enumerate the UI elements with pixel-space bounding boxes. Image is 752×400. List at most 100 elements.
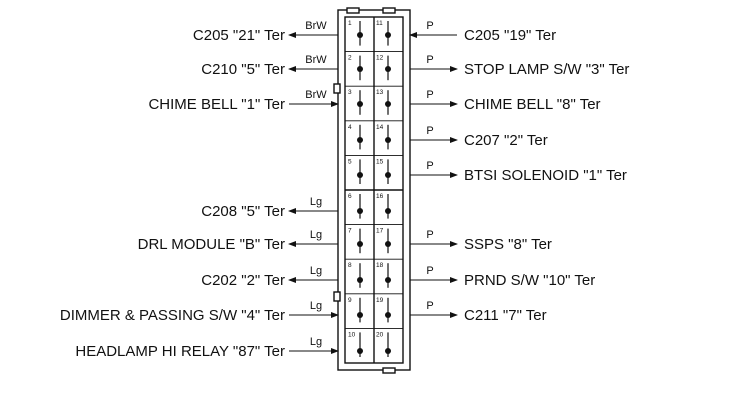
pin-number: 18 — [376, 262, 384, 269]
pin-19: 19 — [376, 297, 391, 323]
pin-6: 6 — [348, 193, 363, 219]
wire-color-label: Lg — [310, 300, 322, 312]
pin-16: 16 — [376, 193, 391, 219]
circuit-14: P C207 "2" Ter — [410, 125, 548, 149]
pin-number: 13 — [376, 89, 384, 96]
circuit-destination-label: C205 "19" Ter — [464, 27, 556, 44]
wire-color-label: P — [426, 160, 433, 172]
circuit-destination-label: HEADLAMP HI RELAY "87" Ter — [75, 343, 285, 360]
pin-dot — [357, 277, 363, 283]
pin-dot — [357, 66, 363, 72]
wire-color-label: P — [426, 89, 433, 101]
pin-number: 15 — [376, 158, 384, 165]
pin-17: 17 — [376, 228, 391, 254]
circuit-11: P C205 "19" Ter — [409, 20, 556, 44]
circuit-destination-label: BTSI SOLENOID "1" Ter — [464, 167, 627, 184]
pin-2: 2 — [348, 55, 363, 81]
circuit-destination-label: SSPS "8" Ter — [464, 236, 552, 253]
wire-color-label: Lg — [310, 336, 322, 348]
circuit-destination-label: STOP LAMP S/W "3" Ter — [464, 61, 629, 78]
pin-number: 14 — [376, 124, 384, 131]
wire-color-label: Lg — [310, 265, 322, 277]
pin-dot — [385, 348, 391, 354]
pin-dot — [385, 137, 391, 143]
pin-dot — [385, 172, 391, 178]
pin-dot — [357, 312, 363, 318]
pin-number: 9 — [348, 297, 352, 304]
pin-dot — [385, 312, 391, 318]
pin-number: 1 — [348, 20, 352, 27]
pin-number: 5 — [348, 158, 352, 165]
pin-dot — [385, 32, 391, 38]
wire-color-label: P — [426, 125, 433, 137]
pin-number: 10 — [348, 331, 356, 338]
pin-1: 1 — [348, 20, 363, 46]
circuit-17: P SSPS "8" Ter — [410, 229, 552, 253]
wire-color-label: P — [426, 20, 433, 32]
pin-3: 3 — [348, 89, 363, 115]
pin-dot — [385, 66, 391, 72]
pin-7: 7 — [348, 228, 363, 254]
pin-dot — [385, 208, 391, 214]
pin-number: 16 — [376, 193, 384, 200]
pin-20: 20 — [376, 331, 391, 357]
wire-color-label: Lg — [310, 196, 322, 208]
pin-dot — [357, 101, 363, 107]
circuit-destination-label: C202 "2" Ter — [201, 272, 285, 289]
circuit-destination-label: C208 "5" Ter — [201, 203, 285, 220]
pin-15: 15 — [376, 158, 391, 184]
pin-number: 20 — [376, 331, 384, 338]
pin-number: 17 — [376, 228, 384, 235]
circuit-destination-label: CHIME BELL "1" Ter — [148, 96, 285, 113]
pin-8: 8 — [348, 262, 363, 288]
circuit-1: BrW C205 "21" Ter — [193, 20, 338, 44]
pin-9: 9 — [348, 297, 363, 323]
pin-number: 3 — [348, 89, 352, 96]
circuit-destination-label: C207 "2" Ter — [464, 132, 548, 149]
pin-number: 4 — [348, 124, 352, 131]
pin-number: 12 — [376, 55, 384, 62]
pin-14: 14 — [376, 124, 391, 150]
pin-dot — [357, 137, 363, 143]
circuit-destination-label: C205 "21" Ter — [193, 27, 285, 44]
pin-dot — [357, 241, 363, 247]
wire-color-label: BrW — [305, 54, 327, 66]
pin-dot — [357, 208, 363, 214]
circuit-destination-label: PRND S/W "10" Ter — [464, 272, 595, 289]
wire-color-label: Lg — [310, 229, 322, 241]
pin-dot — [357, 172, 363, 178]
wire-color-label: P — [426, 229, 433, 241]
circuit-15: P BTSI SOLENOID "1" Ter — [410, 160, 627, 184]
pin-18: 18 — [376, 262, 391, 288]
pin-number: 19 — [376, 297, 384, 304]
pin-10: 10 — [348, 331, 363, 357]
circuit-destination-label: CHIME BELL "8" Ter — [464, 96, 601, 113]
pin-dot — [385, 277, 391, 283]
pin-dot — [357, 348, 363, 354]
pin-5: 5 — [348, 158, 363, 184]
pin-13: 13 — [376, 89, 391, 115]
pin-11: 11 — [376, 20, 391, 46]
pin-number: 11 — [376, 20, 383, 27]
wire-color-label: BrW — [305, 20, 327, 32]
pin-dot — [385, 101, 391, 107]
pin-12: 12 — [376, 55, 391, 81]
pin-number: 2 — [348, 55, 352, 62]
pin-dot — [385, 241, 391, 247]
pin-4: 4 — [348, 124, 363, 150]
wire-color-label: P — [426, 265, 433, 277]
pin-dot — [357, 32, 363, 38]
wire-color-label: P — [426, 54, 433, 66]
pin-number: 6 — [348, 193, 352, 200]
cavity-dividers — [345, 51, 403, 329]
